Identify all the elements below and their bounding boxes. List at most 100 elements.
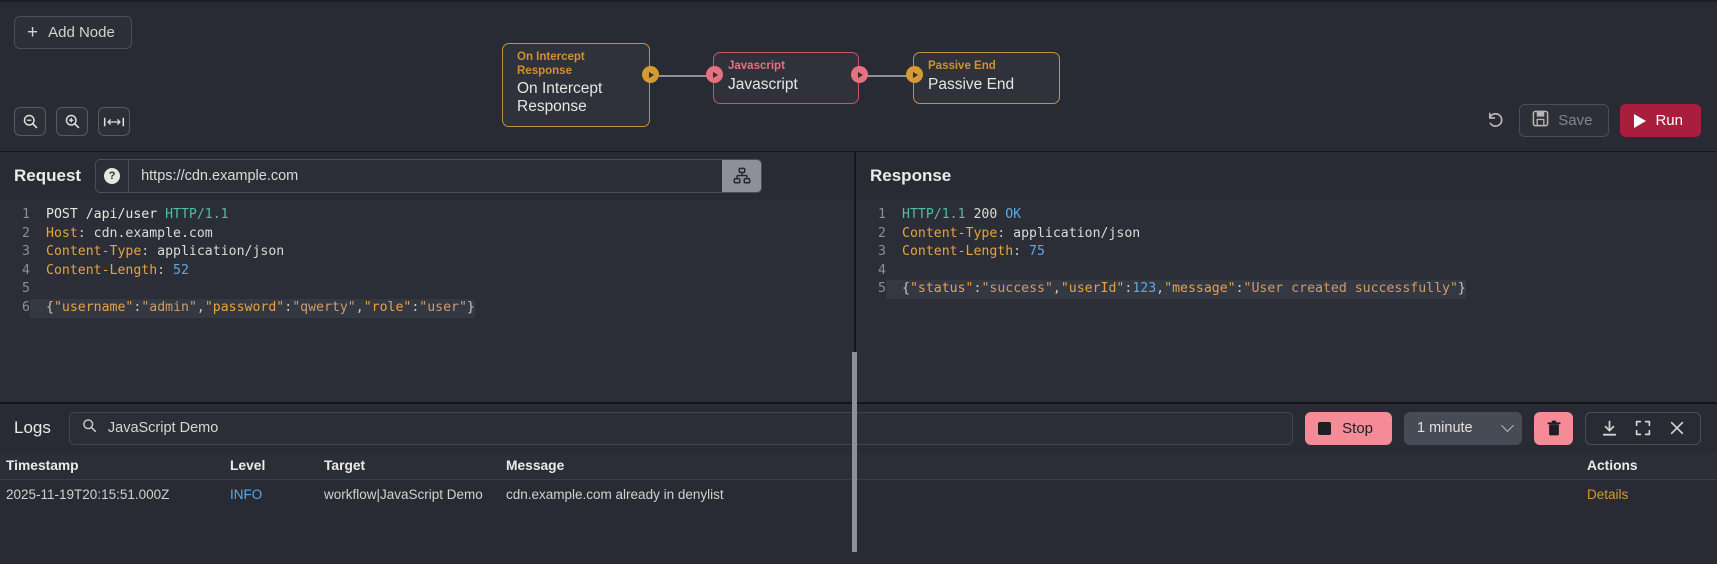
run-label: Run xyxy=(1655,112,1683,129)
code-line-text: POST /api/user HTTP/1.1 xyxy=(30,206,229,225)
code-token: "username" xyxy=(53,299,134,315)
column-header-level: Level xyxy=(230,458,266,473)
canvas-action-toolbar: Save Run xyxy=(1482,104,1701,137)
code-token: Content-Length xyxy=(902,244,1014,260)
code-token: "admin" xyxy=(141,299,197,315)
node-output-port[interactable] xyxy=(642,66,659,83)
logs-table: Timestamp Level Target Message Actions 2… xyxy=(0,452,1717,508)
code-token: application/json xyxy=(1013,225,1141,241)
node-title-label: Passive End xyxy=(928,75,1015,93)
time-range-value: 1 minute xyxy=(1417,420,1473,436)
table-row[interactable]: 2025-11-19T20:15:51.000Z INFO workflow|Jav… xyxy=(0,480,1717,508)
request-pane: Request ? https://cdn.example.com xyxy=(0,152,856,402)
node-input-port[interactable] xyxy=(706,66,723,83)
code-token: { xyxy=(902,281,910,297)
request-response-panes: Request ? https://cdn.example.com xyxy=(0,152,1717,552)
code-token: : xyxy=(1124,281,1133,297)
save-label: Save xyxy=(1558,112,1593,129)
cell-level: INFO xyxy=(230,486,263,502)
cell-target: workflow|JavaScript Demo xyxy=(324,486,483,502)
column-header-message: Message xyxy=(506,458,565,473)
cell-timestamp: 2025-11-19T20:15:51.000Z xyxy=(6,486,170,502)
zoom-toolbar xyxy=(14,107,130,136)
code-line-text: Content-Type: application/json xyxy=(30,243,284,262)
stop-square-icon xyxy=(1318,421,1332,435)
code-line: 5{"status":"success","userId":123,"messa… xyxy=(856,280,1717,299)
workflow-node-javascript[interactable]: Javascript Javascript xyxy=(713,52,859,104)
node-output-port[interactable] xyxy=(851,66,868,83)
code-token: 75 xyxy=(1029,244,1045,260)
code-token: : xyxy=(1013,244,1030,260)
zoom-in-icon[interactable] xyxy=(56,107,88,136)
code-token: HTTP/1.1 xyxy=(902,207,974,222)
details-link[interactable]: Details xyxy=(1587,486,1629,502)
code-token: HTTP/1.1 xyxy=(165,207,229,222)
workflow-node-on-intercept-response[interactable]: On Intercept Response On Intercept Respo… xyxy=(502,43,650,127)
plus-icon: + xyxy=(27,22,39,43)
code-token: { xyxy=(46,299,54,315)
add-node-button[interactable]: + Add Node xyxy=(14,16,132,49)
code-token: "role" xyxy=(363,299,412,315)
line-number: 2 xyxy=(22,225,30,241)
clear-logs-button[interactable] xyxy=(1534,411,1573,445)
code-token: "User created successfully" xyxy=(1243,281,1458,297)
code-token: , xyxy=(1052,281,1061,297)
close-icon[interactable] xyxy=(1662,415,1692,442)
fullscreen-icon[interactable] xyxy=(1628,415,1658,442)
stop-button[interactable]: Stop xyxy=(1305,411,1392,445)
logs-panel: Logs JavaScript Demo Stop 1 minute xyxy=(0,402,1717,564)
pane-resizer-handle[interactable] xyxy=(852,352,857,552)
search-icon xyxy=(82,418,97,438)
run-button[interactable]: Run xyxy=(1620,104,1701,137)
workflow-node-passive-end[interactable]: Passive End Passive End xyxy=(913,52,1060,104)
code-token: : xyxy=(133,299,142,315)
code-token: "user" xyxy=(419,299,467,315)
code-token: } xyxy=(1457,281,1466,297)
node-input-port[interactable] xyxy=(906,66,923,83)
code-line-text: Host: cdn.example.com xyxy=(30,225,213,244)
code-token: : xyxy=(973,281,982,297)
logs-table-body: 2025-11-19T20:15:51.000Z INFO workflow|Jav… xyxy=(0,480,1717,508)
save-button[interactable]: Save xyxy=(1519,104,1610,137)
code-token: "userId" xyxy=(1060,281,1125,297)
code-token: 200 xyxy=(973,207,1006,222)
edge-intercept-to-js xyxy=(659,74,715,77)
code-token: , xyxy=(196,299,205,315)
workflow-canvas[interactable]: + Add Node On Intercept Response On Inte… xyxy=(0,0,1717,152)
logs-search-input[interactable]: JavaScript Demo xyxy=(68,411,1294,445)
code-token: application/json xyxy=(157,244,285,260)
code-line-text: {"username":"admin","password":"qwerty",… xyxy=(30,298,475,318)
code-token: 123 xyxy=(1132,281,1157,297)
line-number: 2 xyxy=(878,225,886,241)
code-token: : xyxy=(411,299,420,315)
zoom-out-icon[interactable] xyxy=(14,107,46,136)
logs-icon-group xyxy=(1585,411,1701,445)
fit-view-icon[interactable] xyxy=(98,107,130,136)
url-bar[interactable]: ? https://cdn.example.com xyxy=(95,159,763,193)
help-icon[interactable]: ? xyxy=(96,160,130,192)
line-number: 4 xyxy=(878,262,886,278)
download-icon[interactable] xyxy=(1594,415,1624,442)
code-token: : xyxy=(77,225,94,241)
code-token: , xyxy=(1156,281,1165,297)
code-token: "qwerty" xyxy=(292,299,356,315)
cell-message: cdn.example.com already in denylist xyxy=(506,486,724,502)
node-title-label: Javascript xyxy=(728,75,798,93)
line-number: 3 xyxy=(22,244,30,260)
url-input[interactable]: https://cdn.example.com xyxy=(141,168,299,184)
line-number: 6 xyxy=(22,299,30,315)
code-token: Host xyxy=(46,225,78,241)
code-line: 5 xyxy=(0,280,854,299)
code-token: 52 xyxy=(173,262,189,278)
line-number: 5 xyxy=(22,281,30,297)
sitemap-icon[interactable] xyxy=(722,160,762,192)
code-line-text xyxy=(886,262,902,281)
request-title: Request xyxy=(14,166,82,185)
undo-icon[interactable] xyxy=(1482,108,1508,134)
time-range-select[interactable]: 1 minute xyxy=(1404,411,1522,445)
